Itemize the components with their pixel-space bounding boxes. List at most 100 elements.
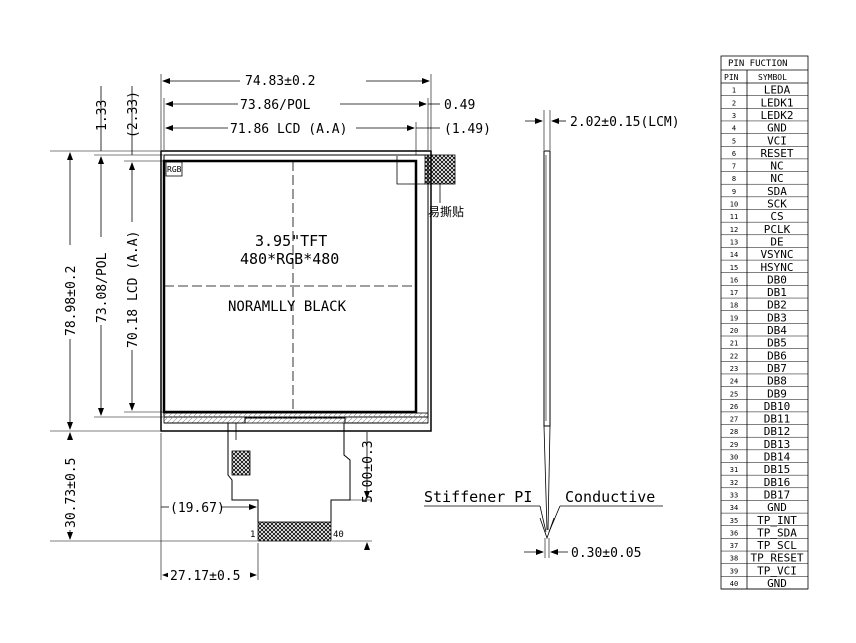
- pin-symbol: PCLK: [764, 223, 791, 236]
- pin-symbol: DB10: [764, 400, 791, 413]
- fpc-gold-fingers: [257, 521, 332, 542]
- fpc-outline: [227, 423, 351, 522]
- pin-number: 32: [730, 479, 738, 487]
- dim-left-offset-1: 1.33: [95, 100, 110, 131]
- pin-number: 23: [730, 365, 738, 373]
- pin-symbol: TP_SCL: [757, 539, 797, 552]
- pin-number: 11: [730, 213, 738, 221]
- pin-number: 19: [730, 314, 738, 322]
- pin-number: 10: [730, 201, 738, 209]
- pin-number: 4: [732, 125, 736, 133]
- pin-symbol: DB16: [764, 476, 791, 489]
- pin-symbol: RESET: [760, 147, 793, 160]
- pin-symbol: DB9: [767, 387, 787, 400]
- pin-number: 8: [732, 175, 736, 183]
- pin-symbol: DB1: [767, 286, 787, 299]
- pin-row: 15 HSYNC: [721, 261, 808, 274]
- pin-number: 2: [732, 99, 736, 107]
- pin-number: 28: [730, 428, 738, 436]
- module-outline: [160, 150, 432, 432]
- pin-number: 30: [730, 454, 738, 462]
- fpc-component: [231, 450, 251, 476]
- pin-symbol: DB14: [764, 451, 791, 464]
- pin-row: 30 DB14: [721, 451, 808, 464]
- pin-symbol: DB3: [767, 311, 787, 324]
- pin-table-col-symbol: SYMBOL: [758, 73, 787, 82]
- pin-row: 31 DB15: [721, 463, 808, 476]
- pin-number: 22: [730, 352, 738, 360]
- pin-table-col-pin: PIN: [724, 73, 739, 82]
- panel-resolution: 480*RGB*480: [240, 250, 339, 268]
- pin-number: 20: [730, 327, 738, 335]
- pin-symbol: NC: [770, 172, 783, 185]
- pin-symbol: TP_SDA: [757, 526, 797, 539]
- pin-symbol: GND: [767, 577, 787, 590]
- dim-left-offset-2: (2.33): [126, 91, 141, 138]
- dim-height-pol: 73.08/POL: [95, 252, 110, 323]
- front-view: RGB 易撕贴 3.95"TFT 480*RGB*480 NORAMLLY BL…: [50, 72, 491, 584]
- pin-symbol: DB5: [767, 337, 787, 350]
- pin-symbol: DB13: [764, 438, 791, 451]
- pin-symbol: DB7: [767, 362, 787, 375]
- dim-fpc-thickness: 0.30±0.05: [571, 546, 641, 561]
- pin-symbol: DB2: [767, 299, 787, 312]
- pin-row: 9 SDA: [721, 185, 808, 198]
- panel-mode: NORAMLLY BLACK: [228, 299, 347, 315]
- rgb-label: RGB: [167, 165, 182, 174]
- dim-thickness-lcm: 2.02±0.15(LCM): [570, 115, 680, 130]
- active-area: [162, 159, 418, 414]
- pin-row: 12 PCLK: [721, 223, 808, 236]
- pin-number: 31: [730, 466, 738, 474]
- pin-symbol: LEDK1: [760, 96, 793, 109]
- pin-number: 5: [732, 137, 736, 145]
- pin-symbol: DB0: [767, 273, 787, 286]
- pin-row: 29 DB13: [721, 438, 808, 451]
- pin-symbol: NC: [770, 160, 783, 173]
- pin-row: 20 DB4: [721, 324, 808, 337]
- pin-symbol: HSYNC: [760, 261, 793, 274]
- dim-width-lcd-aa: 71.86 LCD (A.A): [230, 122, 347, 137]
- side-view: 2.02±0.15(LCM) Stiffener PI Conductive 0…: [424, 110, 680, 561]
- pin-number: 29: [730, 441, 738, 449]
- pin-row: 2 LEDK1: [721, 96, 808, 109]
- pin-number: 33: [730, 491, 738, 499]
- pin-symbol: DB15: [764, 463, 791, 476]
- pin-number: 9: [732, 188, 736, 196]
- pin-symbol: CS: [770, 210, 783, 223]
- pin-symbol: DB12: [764, 425, 791, 438]
- pin-number: 37: [730, 542, 738, 550]
- pin-symbol: LEDA: [764, 84, 791, 97]
- pin-symbol: SDA: [767, 185, 787, 198]
- conductive-label: Conductive: [565, 488, 655, 506]
- pin-symbol: DB11: [764, 413, 791, 426]
- pin-number: 25: [730, 390, 738, 398]
- pin-first-label: 1: [250, 530, 255, 540]
- rgb-marker: [165, 161, 183, 177]
- pin-number: 14: [730, 251, 738, 259]
- pin-number: 12: [730, 226, 738, 234]
- pin-row: 32 DB16: [721, 476, 808, 489]
- pin-number: 3: [732, 112, 736, 120]
- pin-row: 23 DB7: [721, 362, 808, 375]
- stiffener-label: Stiffener PI: [424, 488, 532, 506]
- pin-symbol: TP_RESET: [751, 552, 804, 565]
- pin-number: 15: [730, 264, 738, 272]
- pin-symbol: DB4: [767, 324, 787, 337]
- dim-width-pol: 73.86/POL: [240, 98, 311, 113]
- pin-row: 28 DB12: [721, 425, 808, 438]
- pin-row: 19 DB3: [721, 311, 808, 324]
